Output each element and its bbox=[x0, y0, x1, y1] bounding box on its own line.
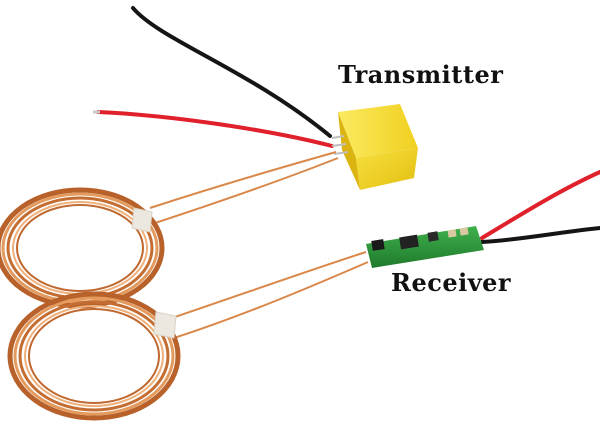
transmitter-coil bbox=[0, 187, 165, 309]
transmitter-red-wire bbox=[96, 110, 334, 148]
transmitter-module bbox=[331, 104, 418, 190]
receiver-black-wire bbox=[480, 226, 600, 244]
receiver-red-wire bbox=[480, 170, 600, 240]
transmitter-black-wire bbox=[131, 6, 332, 138]
receiver-label: Receiver bbox=[391, 268, 512, 297]
receiver-board bbox=[366, 226, 484, 268]
receiver-coil bbox=[7, 291, 181, 421]
transmitter-label: Transmitter bbox=[338, 60, 504, 89]
coil-tape bbox=[131, 207, 153, 233]
coil-tape bbox=[153, 311, 177, 339]
